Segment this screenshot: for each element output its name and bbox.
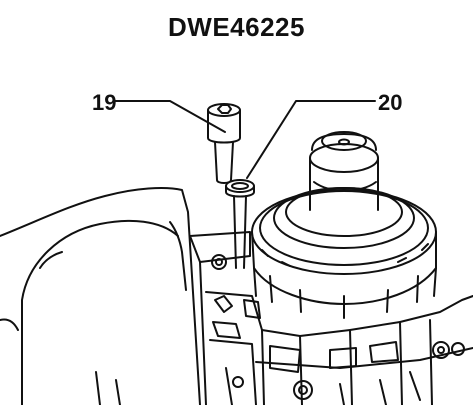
callout-19-label: 19: [92, 90, 117, 115]
callout-20-label: 20: [378, 90, 403, 115]
spindle: [309, 131, 379, 211]
screw-19: [207, 103, 241, 184]
gear-case-rings: [251, 187, 437, 319]
gear-housing: [189, 231, 473, 405]
screw-20: [225, 179, 255, 269]
model-number-title: DWE46225: [168, 12, 305, 42]
leader-lines: [113, 100, 376, 179]
handle-housing: [0, 187, 201, 405]
